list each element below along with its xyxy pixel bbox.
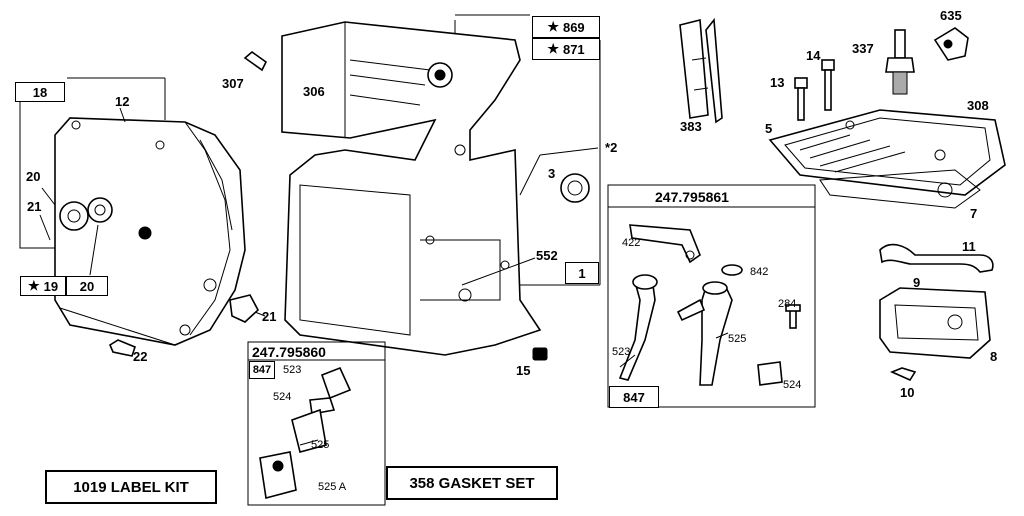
part-label-552: 552	[536, 248, 558, 263]
part-box-18-label: 18	[32, 84, 48, 100]
part-box-19: ★19	[20, 276, 66, 296]
gasket-set-text: 358 GASKET SET	[409, 474, 535, 492]
star-icon: ★	[547, 41, 559, 56]
part-label-523: 523	[612, 346, 631, 358]
part-label-8: 8	[990, 349, 998, 364]
part-label-337: 337	[852, 41, 874, 56]
part-label-422: 422	[622, 237, 641, 249]
fill-kit-box	[247, 341, 386, 506]
part-label-21-left: 21	[27, 199, 42, 214]
part-box-18: 18	[15, 82, 65, 102]
part-label-9: 9	[913, 275, 921, 290]
cylinder-block-part	[281, 14, 601, 356]
breather-assembly-part	[879, 287, 991, 359]
part-box-871-label: 871	[562, 41, 585, 57]
part-box-1: 1	[565, 262, 599, 284]
part-box-871: ★871	[532, 38, 600, 60]
fill-kit-label-524: 524	[273, 391, 292, 403]
part-label-306: 306	[303, 84, 325, 99]
bolt-13-part	[794, 77, 808, 121]
dipstick-kit-header: 247.795861	[655, 189, 729, 205]
part-label-12: 12	[115, 94, 130, 109]
drain-plug-part	[532, 347, 548, 361]
part-label-11: 11	[962, 239, 976, 254]
part-label-10: 10	[900, 385, 915, 400]
part-label-5: 5	[765, 121, 773, 136]
fill-kit-label-525a: 525 A	[318, 481, 347, 493]
part-label-22: 22	[133, 349, 148, 364]
fill-kit-header: 247.795860	[252, 344, 326, 360]
star-icon: ★	[27, 278, 40, 293]
spark-plug-part	[885, 29, 915, 95]
part-label-525: 525	[728, 333, 747, 345]
cylinder-head-part	[768, 109, 1006, 196]
part-label-307: 307	[222, 76, 244, 91]
head-gasket-part	[819, 169, 981, 209]
star-icon: ★	[547, 19, 559, 34]
bolt-10-part	[889, 367, 917, 382]
part-label-635: 635	[940, 8, 962, 23]
part-box-20-label: 20	[79, 278, 95, 294]
fill-kit-label-523: 523	[283, 364, 302, 376]
label-kit-text: 1019 LABEL KIT	[73, 478, 189, 496]
part-label-524: 524	[783, 379, 802, 391]
part-box-869-label: 869	[562, 19, 585, 35]
part-label-15: 15	[516, 363, 531, 378]
part-label-20: 20	[26, 169, 41, 184]
part-box-847-dipstick: 847	[609, 386, 659, 408]
part-box-869: ★869	[532, 16, 600, 38]
gasket-set-box: 358 GASKET SET	[386, 466, 558, 500]
part-box-847-dipstick-label: 847	[623, 389, 645, 405]
part-label-3: 3	[548, 166, 556, 181]
part-box-847-fill-label: 847	[252, 364, 272, 376]
part-label-14: 14	[806, 48, 821, 63]
spark-plug-cover-part	[933, 27, 969, 61]
part-label-284: 284	[778, 298, 797, 310]
fill-kit-label-525: 525	[311, 439, 330, 451]
label-kit-box: 1019 LABEL KIT	[45, 470, 217, 504]
part-label-842: 842	[750, 266, 769, 278]
part-label-2: *2	[605, 140, 618, 155]
part-box-847-fill: 847	[249, 361, 275, 379]
dipstick-kit-box	[607, 184, 816, 408]
part-box-19-label: 19	[43, 278, 59, 294]
part-box-20: 20	[66, 276, 108, 296]
part-label-7: 7	[970, 206, 978, 221]
bolt-307-part	[243, 50, 268, 72]
part-label-13: 13	[770, 75, 785, 90]
oil-seal-part	[560, 173, 590, 203]
part-label-308: 308	[967, 98, 989, 113]
breather-tube-part	[879, 243, 994, 273]
spark-plug-boot-part	[679, 17, 723, 124]
part-label-383: 383	[680, 119, 702, 134]
part-box-1-label: 1	[578, 265, 586, 281]
bolt-14-part	[821, 59, 835, 111]
sump-cover-part	[39, 107, 266, 346]
part-label-2-number: 2	[610, 140, 618, 155]
part-label-21-right: 21	[262, 309, 277, 324]
bolt-22-part	[108, 339, 136, 357]
